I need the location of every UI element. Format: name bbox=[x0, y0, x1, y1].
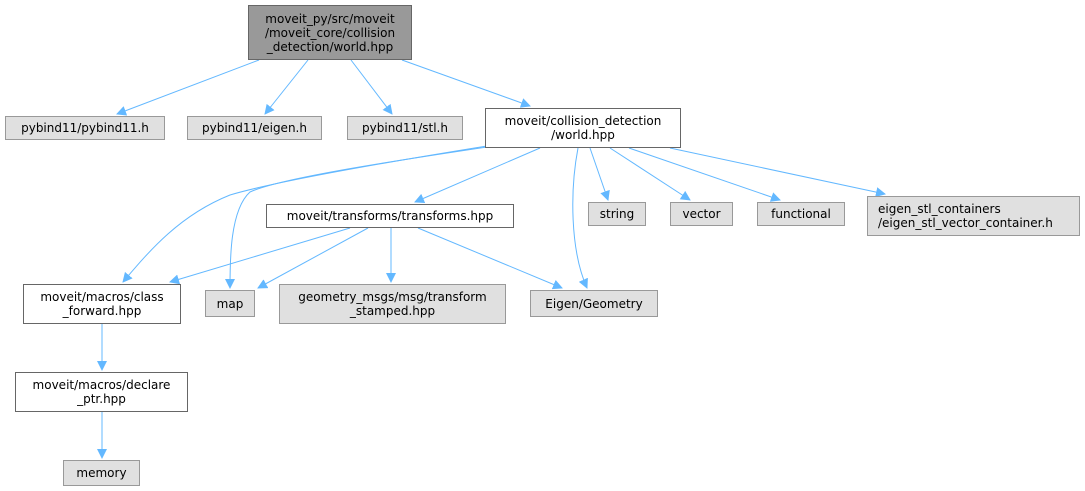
node-label-line: moveit/macros/declare bbox=[32, 378, 171, 392]
node-label-line: moveit_py/src/moveit bbox=[265, 11, 395, 26]
node-label-line: _stamped.hpp bbox=[349, 304, 436, 318]
edge-world-to-vector bbox=[609, 147, 691, 201]
edge-root-to-pybind11 bbox=[116, 59, 260, 116]
node-label-line: vector bbox=[682, 207, 721, 221]
node-label-line: map bbox=[216, 296, 244, 311]
node-class-forward[interactable]: moveit/macros/class_forward.hpp bbox=[23, 284, 181, 324]
edge-world-to-transforms bbox=[414, 147, 541, 204]
node-string: string bbox=[588, 202, 646, 226]
node-label-line: Eigen/Geometry bbox=[545, 296, 643, 311]
node-transform-stamped: geometry_msgs/msg/transform_stamped.hpp bbox=[279, 284, 506, 324]
node-label-line: pybind11/eigen.h bbox=[202, 121, 307, 135]
node-label-line: /world.hpp bbox=[551, 128, 615, 142]
node-functional: functional bbox=[757, 202, 845, 226]
edge-world-to-map bbox=[225, 146, 488, 289]
node-label-line: /eigen_stl_vector_container.h bbox=[878, 216, 1053, 230]
node-label-line: string bbox=[599, 207, 635, 221]
node-label-line: pybind11/stl.h bbox=[362, 121, 448, 135]
node-eigen-stl: eigen_stl_containers/eigen_stl_vector_co… bbox=[867, 196, 1080, 236]
edge-transforms-to-eigen_geometry bbox=[417, 227, 563, 290]
edge-transforms-to-map bbox=[257, 227, 369, 289]
node-label-line: moveit/collision_detection bbox=[504, 114, 662, 128]
edge-world-to-functional bbox=[628, 147, 781, 202]
node-label-line: _forward.hpp bbox=[62, 304, 142, 318]
edge-root-to-world bbox=[401, 59, 531, 108]
node-declare-ptr[interactable]: moveit/macros/declare_ptr.hpp bbox=[15, 372, 188, 412]
node-pybind11: pybind11/pybind11.h bbox=[5, 116, 165, 140]
node-label-line: memory bbox=[76, 466, 127, 480]
node-label-line: eigen_stl_containers bbox=[878, 202, 1001, 216]
node-memory: memory bbox=[63, 460, 140, 486]
edge-world-to-eigen_geometry bbox=[572, 147, 588, 289]
edge-world-to-eigen_stl bbox=[669, 147, 886, 198]
node-label-line: /moveit_core/collision bbox=[264, 25, 396, 40]
node-root: moveit_py/src/moveit/moveit_core/collisi… bbox=[248, 5, 412, 60]
node-label-line: pybind11/pybind11.h bbox=[21, 121, 149, 135]
node-label-line: moveit/macros/class bbox=[40, 290, 164, 304]
node-label-line: geometry_msgs/msg/transform bbox=[298, 290, 487, 304]
node-label-line: moveit/transforms/transforms.hpp bbox=[286, 209, 494, 223]
node-vector: vector bbox=[670, 202, 733, 226]
node-transforms[interactable]: moveit/transforms/transforms.hpp bbox=[266, 204, 514, 228]
edge-transforms-to-class_forward bbox=[169, 227, 351, 285]
node-map: map bbox=[205, 290, 255, 317]
node-eigen-geometry: Eigen/Geometry bbox=[530, 290, 658, 317]
edge-root-to-pybind_eigen bbox=[264, 59, 309, 115]
node-label-line: functional bbox=[771, 207, 831, 221]
edge-world-to-string bbox=[589, 147, 610, 201]
edge-root-to-pybind_stl bbox=[350, 59, 393, 115]
node-pybind-stl: pybind11/stl.h bbox=[347, 116, 463, 140]
node-pybind-eigen: pybind11/eigen.h bbox=[187, 116, 322, 140]
node-world[interactable]: moveit/collision_detection/world.hpp bbox=[485, 108, 681, 148]
node-label-line: _detection/world.hpp bbox=[266, 39, 394, 54]
node-label-line: _ptr.hpp bbox=[77, 392, 126, 406]
